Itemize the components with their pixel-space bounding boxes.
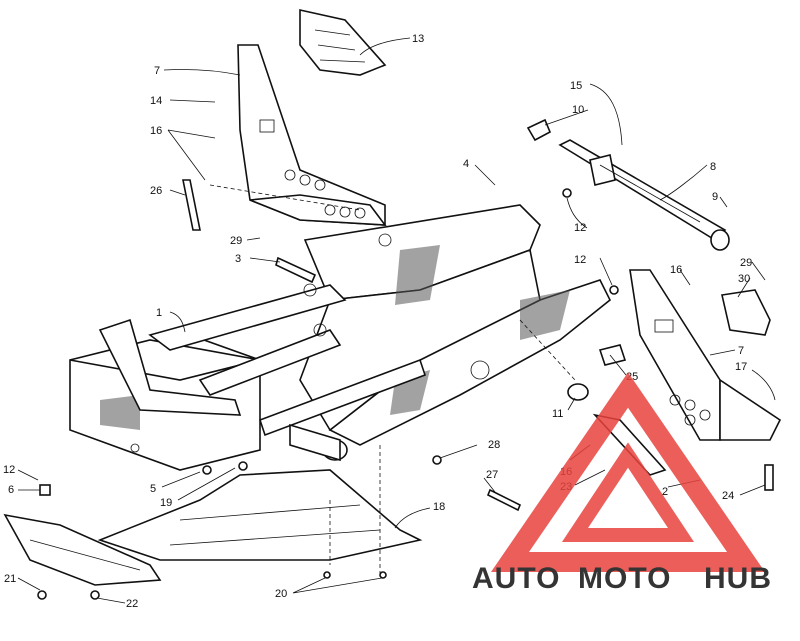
watermark-text-hub: HUB: [704, 562, 772, 595]
callout-5: 5: [150, 483, 156, 495]
watermark-triangle-icon: [491, 372, 765, 572]
watermark-text-auto: AUTO: [472, 562, 560, 595]
callout-8: 8: [710, 161, 716, 173]
callout-22: 22: [126, 598, 138, 610]
chassis-frame: [69, 204, 612, 471]
callout-26: 26: [150, 185, 162, 197]
mount-block: [721, 289, 771, 336]
callout-29-right: 29: [740, 257, 752, 269]
callout-19: 19: [160, 497, 172, 509]
callout-24: 24: [722, 490, 734, 502]
watermark-logo: AUTO MOTO HUB: [472, 372, 772, 595]
callout-6: 6: [8, 484, 14, 496]
right-side-bracket: [629, 269, 782, 441]
callout-16-right: 16: [670, 264, 682, 276]
callout-7-left: 7: [154, 65, 160, 77]
callout-12-left: 12: [3, 464, 15, 476]
callout-13: 13: [412, 33, 424, 45]
callout-3: 3: [235, 253, 241, 265]
callout-1: 1: [156, 307, 162, 319]
steering-support-bracket: [237, 44, 387, 226]
callout-28: 28: [488, 439, 500, 451]
callout-16-left: 16: [150, 125, 162, 137]
nose-pan: [3, 513, 162, 586]
callout-12-upper: 12: [574, 222, 586, 234]
callout-15: 15: [570, 80, 582, 92]
leader-lines: [17, 37, 776, 604]
callout-21: 21: [4, 573, 16, 585]
callout-12-mid: 12: [574, 254, 586, 266]
callout-10: 10: [572, 104, 584, 116]
watermark-text-moto: MOTO: [578, 562, 671, 595]
steering-shaft: [526, 118, 730, 251]
callout-labels: 1 2 3 4 5 6 7 7 8 9 10 11 12 12 12 13 14…: [3, 33, 752, 610]
callout-29-left: 29: [230, 235, 242, 247]
callout-2: 2: [662, 486, 668, 498]
callout-17: 17: [735, 361, 747, 373]
callout-7-right: 7: [738, 345, 744, 357]
callout-18: 18: [433, 501, 445, 513]
callout-4: 4: [463, 158, 469, 170]
skid-plate: [97, 469, 423, 561]
callout-20: 20: [275, 588, 287, 600]
callout-9: 9: [712, 191, 718, 203]
callout-14: 14: [150, 95, 162, 107]
callout-27: 27: [486, 469, 498, 481]
hidden-lines: [209, 184, 576, 575]
callout-30: 30: [738, 273, 750, 285]
steering-post-cap: [299, 9, 387, 76]
callout-11: 11: [552, 408, 563, 420]
